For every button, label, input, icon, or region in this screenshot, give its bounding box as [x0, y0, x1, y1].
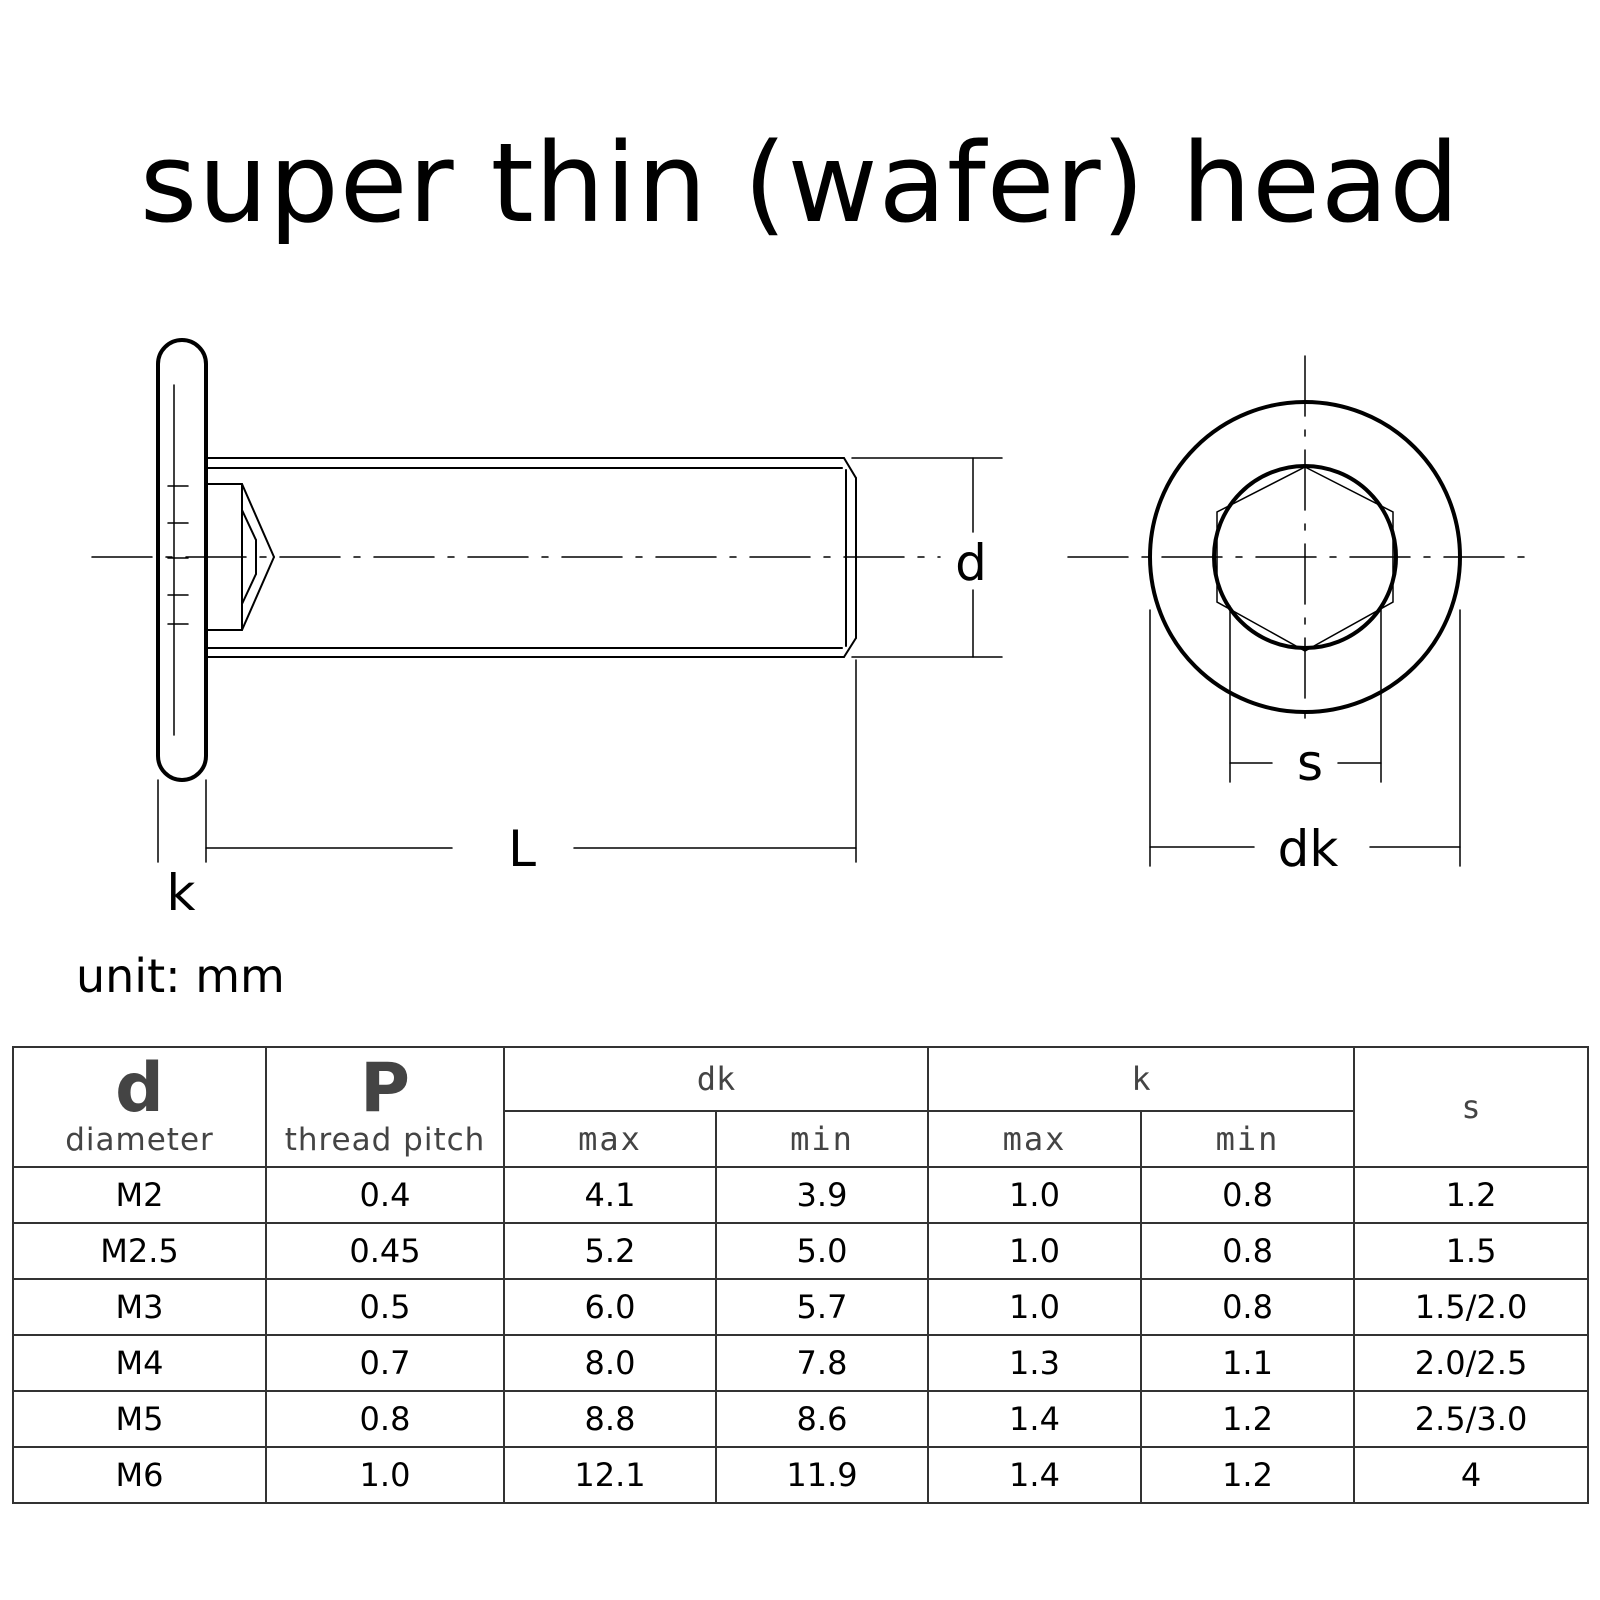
- cell-diameter: M3: [12, 1278, 267, 1336]
- cell-s: 1.5/2.0: [1353, 1278, 1590, 1336]
- cell-diameter: M5: [12, 1390, 267, 1448]
- cell-s: 4: [1353, 1446, 1590, 1504]
- cell-k-min: 0.8: [1139, 1222, 1356, 1280]
- s-dimension: [1229, 605, 1382, 783]
- cell-s: 2.0/2.5: [1353, 1334, 1590, 1392]
- l-dimension: [205, 659, 857, 863]
- screw-technical-drawing: d L k s dk: [91, 338, 1539, 922]
- l-label: L: [508, 820, 536, 878]
- header-dk-max: max: [503, 1110, 717, 1168]
- cell-k-max: 1.3: [927, 1334, 1142, 1392]
- cell-dk-max: 12.1: [503, 1446, 717, 1504]
- top-view: [1067, 355, 1539, 867]
- cell-k-min: 0.8: [1139, 1166, 1356, 1224]
- cell-s: 2.5/3.0: [1353, 1390, 1590, 1448]
- table-subheader-row: max min max min: [13, 1110, 1588, 1168]
- header-s: s: [1353, 1046, 1590, 1168]
- table-header-row: d diameter P thread pitch dk k s: [12, 1046, 1590, 1168]
- header-k: k: [926, 1046, 1356, 1112]
- head-ticks: [167, 485, 189, 625]
- cell-diameter: M2: [12, 1166, 267, 1224]
- header-diameter-label: diameter: [65, 1122, 214, 1158]
- cell-dk-min: 11.9: [715, 1446, 929, 1504]
- s-label: s: [1297, 734, 1323, 792]
- cell-k-max: 1.0: [927, 1166, 1142, 1224]
- cell-k-max: 1.4: [927, 1446, 1142, 1504]
- cell-s: 1.2: [1353, 1166, 1590, 1224]
- k-label: k: [167, 864, 196, 922]
- cell-dk-min: 5.7: [715, 1278, 929, 1336]
- cell-k-min: 1.1: [1139, 1334, 1356, 1392]
- shank-outline: [205, 457, 857, 658]
- dk-label: dk: [1278, 820, 1339, 878]
- header-diameter-symbol: d: [115, 1049, 164, 1128]
- cell-dk-min: 3.9: [715, 1166, 929, 1224]
- unit-label: unit: mm: [76, 949, 285, 1003]
- header-pitch-symbol: P: [360, 1049, 410, 1128]
- header-k-max: max: [927, 1110, 1142, 1168]
- cell-pitch: 0.4: [265, 1166, 505, 1224]
- cell-dk-max: 5.2: [503, 1222, 717, 1280]
- cell-dk-max: 4.1: [503, 1166, 717, 1224]
- cell-pitch: 0.5: [265, 1278, 505, 1336]
- header-dk-min: min: [715, 1110, 929, 1168]
- header-k-min: min: [1139, 1110, 1356, 1168]
- d-label: d: [955, 534, 987, 592]
- cell-pitch: 1.0: [265, 1446, 505, 1504]
- cell-dk-max: 8.8: [503, 1390, 717, 1448]
- page-title: super thin (wafer) head: [139, 119, 1461, 247]
- cell-dk-max: 6.0: [503, 1278, 717, 1336]
- cell-pitch: 0.7: [265, 1334, 505, 1392]
- cell-dk-min: 7.8: [715, 1334, 929, 1392]
- cell-k-min: 1.2: [1139, 1446, 1356, 1504]
- d-dimension: [851, 457, 1003, 658]
- dimension-table: d diameter P thread pitch dk k s max min…: [12, 1046, 1590, 1504]
- dk-dimension: [1149, 609, 1461, 867]
- header-pitch: P thread pitch: [265, 1046, 505, 1168]
- cell-dk-max: 8.0: [503, 1334, 717, 1392]
- cell-pitch: 0.45: [265, 1222, 505, 1280]
- cell-dk-min: 8.6: [715, 1390, 929, 1448]
- cell-dk-min: 5.0: [715, 1222, 929, 1280]
- cell-k-min: 0.8: [1139, 1278, 1356, 1336]
- cell-s: 1.5: [1353, 1222, 1590, 1280]
- cell-diameter: M6: [12, 1446, 267, 1504]
- wafer-head-outline: [156, 338, 208, 782]
- side-view: [91, 338, 1003, 863]
- cell-k-max: 1.4: [927, 1390, 1142, 1448]
- cell-k-max: 1.0: [927, 1222, 1142, 1280]
- cell-k-max: 1.0: [927, 1278, 1142, 1336]
- header-pitch-label: thread pitch: [284, 1122, 486, 1158]
- header-dk: dk: [503, 1046, 929, 1112]
- cell-diameter: M2.5: [12, 1222, 267, 1280]
- header-diameter: d diameter: [12, 1046, 267, 1168]
- cell-diameter: M4: [12, 1334, 267, 1392]
- cell-pitch: 0.8: [265, 1390, 505, 1448]
- cell-k-min: 1.2: [1139, 1390, 1356, 1448]
